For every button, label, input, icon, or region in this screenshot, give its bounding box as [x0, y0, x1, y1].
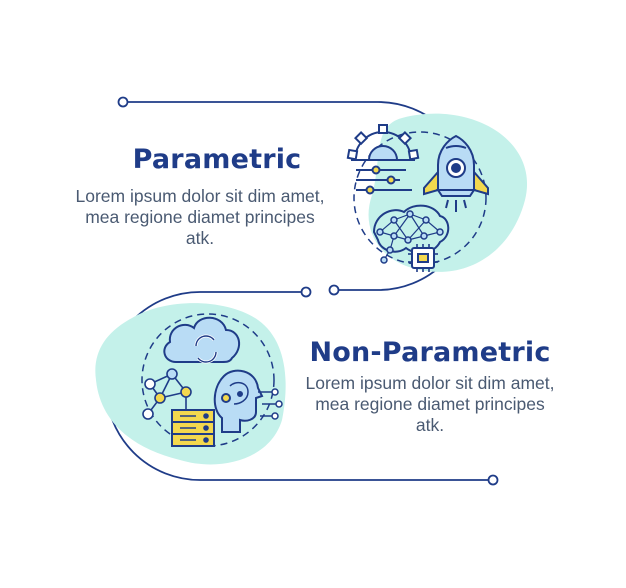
gear-icon — [346, 124, 420, 161]
parametric-description: Lorem ipsum dolor sit dim amet, mea regi… — [75, 186, 325, 248]
non-parametric-title: Non-Parametric — [309, 337, 551, 368]
node-network-icon — [142, 368, 192, 420]
parametric-title: Parametric — [132, 144, 302, 175]
parametric-illustration — [346, 113, 528, 272]
chip-icon — [408, 244, 438, 272]
speed-lines — [356, 165, 412, 195]
ai-head-icon — [213, 369, 283, 433]
server-icon — [171, 409, 215, 447]
non-parametric-description: Lorem ipsum dolor sit dim amet, mea regi… — [305, 373, 555, 435]
cloud-sync-icon — [163, 316, 241, 364]
brain-network-icon — [372, 204, 450, 264]
connector-endpoints — [117, 96, 499, 486]
non-parametric-illustration — [95, 303, 286, 465]
rocket-icon — [423, 134, 489, 212]
dashed-ring-1 — [353, 131, 487, 265]
dashed-ring-2 — [141, 313, 275, 447]
